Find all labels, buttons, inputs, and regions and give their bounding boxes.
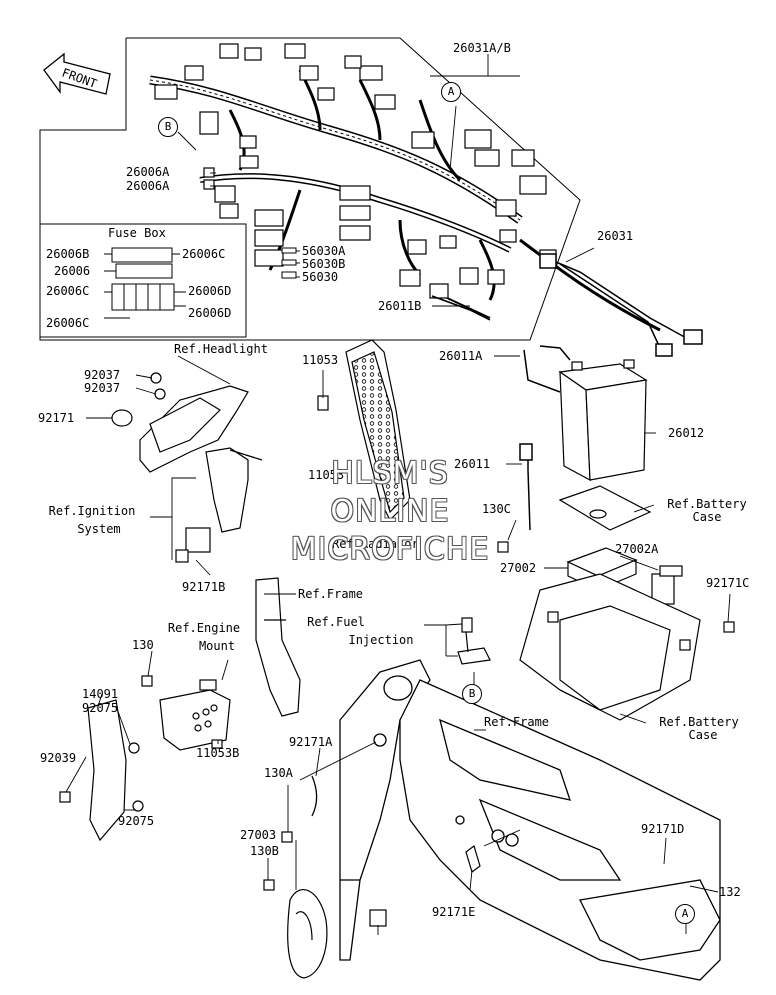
part-26011[interactable]: 26011 bbox=[454, 457, 491, 471]
radiator-icon bbox=[317, 339, 411, 522]
ref-circle-b-top: B bbox=[158, 117, 178, 137]
part-14091[interactable]: 14091 bbox=[82, 687, 119, 701]
part-26006b[interactable]: 26006B bbox=[46, 247, 90, 261]
horn-icon bbox=[287, 889, 387, 979]
fuse-box-icon bbox=[104, 247, 186, 319]
ref-frame-mid[interactable]: Ref.Frame bbox=[484, 715, 550, 729]
part-92075-1[interactable]: 92075 bbox=[82, 701, 119, 715]
ref-engine-mount-line1[interactable]: Ref.Engine bbox=[167, 621, 241, 635]
part-26011a[interactable]: 26011A bbox=[439, 349, 483, 363]
part-26006c-bottom[interactable]: 26006C bbox=[46, 316, 90, 330]
ref-engine-mount-line2[interactable]: Mount bbox=[198, 639, 236, 653]
ref-ignition-line1[interactable]: Ref.Ignition bbox=[48, 504, 136, 518]
part-92037-2[interactable]: 92037 bbox=[84, 381, 121, 395]
watermark-line3: MICROFICHE bbox=[290, 532, 490, 567]
ref-frame-top[interactable]: Ref.Frame bbox=[298, 587, 364, 601]
ref-circle-b-mid: B bbox=[462, 684, 482, 704]
fuse-box-title: Fuse Box bbox=[108, 226, 166, 240]
part-92171d[interactable]: 92171D bbox=[641, 822, 685, 836]
battery-case-tray-icon bbox=[558, 485, 652, 531]
ref-fuel-injection-line2[interactable]: Injection bbox=[348, 633, 414, 647]
ref-battery-case-2-line2[interactable]: Case bbox=[688, 728, 718, 742]
ref-circle-a-bottom: A bbox=[675, 904, 695, 924]
relay-icons bbox=[203, 167, 215, 190]
part-26006d-1[interactable]: 26006D bbox=[188, 284, 232, 298]
battery-leads bbox=[519, 345, 571, 531]
ref-battery-case-1-line2[interactable]: Case bbox=[692, 510, 722, 524]
part-27002[interactable]: 27002 bbox=[500, 561, 537, 575]
part-26012[interactable]: 26012 bbox=[668, 426, 705, 440]
main-frame-icon bbox=[339, 659, 721, 981]
part-11053[interactable]: 11053 bbox=[302, 353, 339, 367]
ref-ignition-line2[interactable]: System bbox=[77, 522, 121, 536]
part-11053-2[interactable]: 11053 bbox=[308, 468, 345, 482]
part-56030[interactable]: 56030 bbox=[302, 270, 339, 284]
part-92075-2[interactable]: 92075 bbox=[118, 814, 155, 828]
part-26006c-left[interactable]: 26006C bbox=[46, 284, 90, 298]
ignition-bracket-icon bbox=[175, 447, 263, 563]
relay-27002a-icon bbox=[651, 565, 683, 605]
ref-headlight[interactable]: Ref.Headlight bbox=[174, 342, 268, 356]
part-26006c-right[interactable]: 26006C bbox=[182, 247, 226, 261]
part-130b[interactable]: 130B bbox=[250, 844, 279, 858]
engine-mount-icon bbox=[141, 675, 231, 751]
harness-frame bbox=[39, 37, 581, 341]
watermark-line2: ONLINE bbox=[330, 494, 450, 529]
part-26006a-2[interactable]: 26006A bbox=[126, 179, 170, 193]
part-26031[interactable]: 26031 bbox=[597, 229, 634, 243]
part-92037-1[interactable]: 92037 bbox=[84, 368, 121, 382]
part-92171a[interactable]: 92171A bbox=[289, 735, 333, 749]
part-130a[interactable]: 130A bbox=[264, 766, 293, 780]
part-27003[interactable]: 27003 bbox=[240, 828, 277, 842]
clamp-92171e-icon bbox=[465, 845, 481, 873]
part-130[interactable]: 130 bbox=[132, 638, 154, 652]
part-26006[interactable]: 26006 bbox=[54, 264, 91, 278]
battery-icon bbox=[558, 359, 648, 482]
part-26031ab[interactable]: 26031A/B bbox=[453, 41, 511, 55]
spare-fuse-icons bbox=[281, 247, 297, 279]
part-26011b[interactable]: 26011B bbox=[378, 299, 422, 313]
clamp-92171a-icon bbox=[311, 775, 318, 817]
part-92171c[interactable]: 92171C bbox=[706, 576, 750, 590]
headlight-bracket-icon bbox=[111, 372, 249, 473]
fuel-injection-clamp-icon bbox=[457, 617, 491, 665]
lead-26011b bbox=[431, 295, 491, 321]
ref-radiator[interactable]: Ref.Radiator bbox=[332, 537, 419, 551]
ref-fuel-injection-line1[interactable]: Ref.Fuel bbox=[307, 615, 365, 629]
part-27002a[interactable]: 27002A bbox=[615, 542, 659, 556]
part-26006d-2[interactable]: 26006D bbox=[188, 306, 232, 320]
sub-harness-26031 bbox=[539, 253, 703, 357]
part-132[interactable]: 132 bbox=[719, 885, 741, 899]
part-92171[interactable]: 92171 bbox=[38, 411, 75, 425]
part-92171b[interactable]: 92171B bbox=[182, 580, 226, 594]
part-92039[interactable]: 92039 bbox=[40, 751, 77, 765]
part-92171e[interactable]: 92171E bbox=[432, 905, 476, 919]
watermark-line1: HLSM'S bbox=[331, 456, 449, 491]
part-130c[interactable]: 130C bbox=[482, 502, 511, 516]
ref-battery-case-2-line1[interactable]: Ref.Battery bbox=[659, 715, 739, 729]
ref-battery-case-1-line1[interactable]: Ref.Battery bbox=[667, 497, 747, 511]
part-26006a-1[interactable]: 26006A bbox=[126, 165, 170, 179]
part-56030b[interactable]: 56030B bbox=[302, 257, 346, 271]
part-11053b[interactable]: 11053B bbox=[196, 746, 240, 760]
frame-left-icon bbox=[255, 577, 301, 717]
battery-case-icon bbox=[519, 573, 735, 721]
part-56030a[interactable]: 56030A bbox=[302, 244, 346, 258]
ref-circle-a-top: A bbox=[441, 82, 461, 102]
leader-lines bbox=[65, 54, 731, 935]
front-arrow-icon: FRONT bbox=[43, 52, 111, 95]
